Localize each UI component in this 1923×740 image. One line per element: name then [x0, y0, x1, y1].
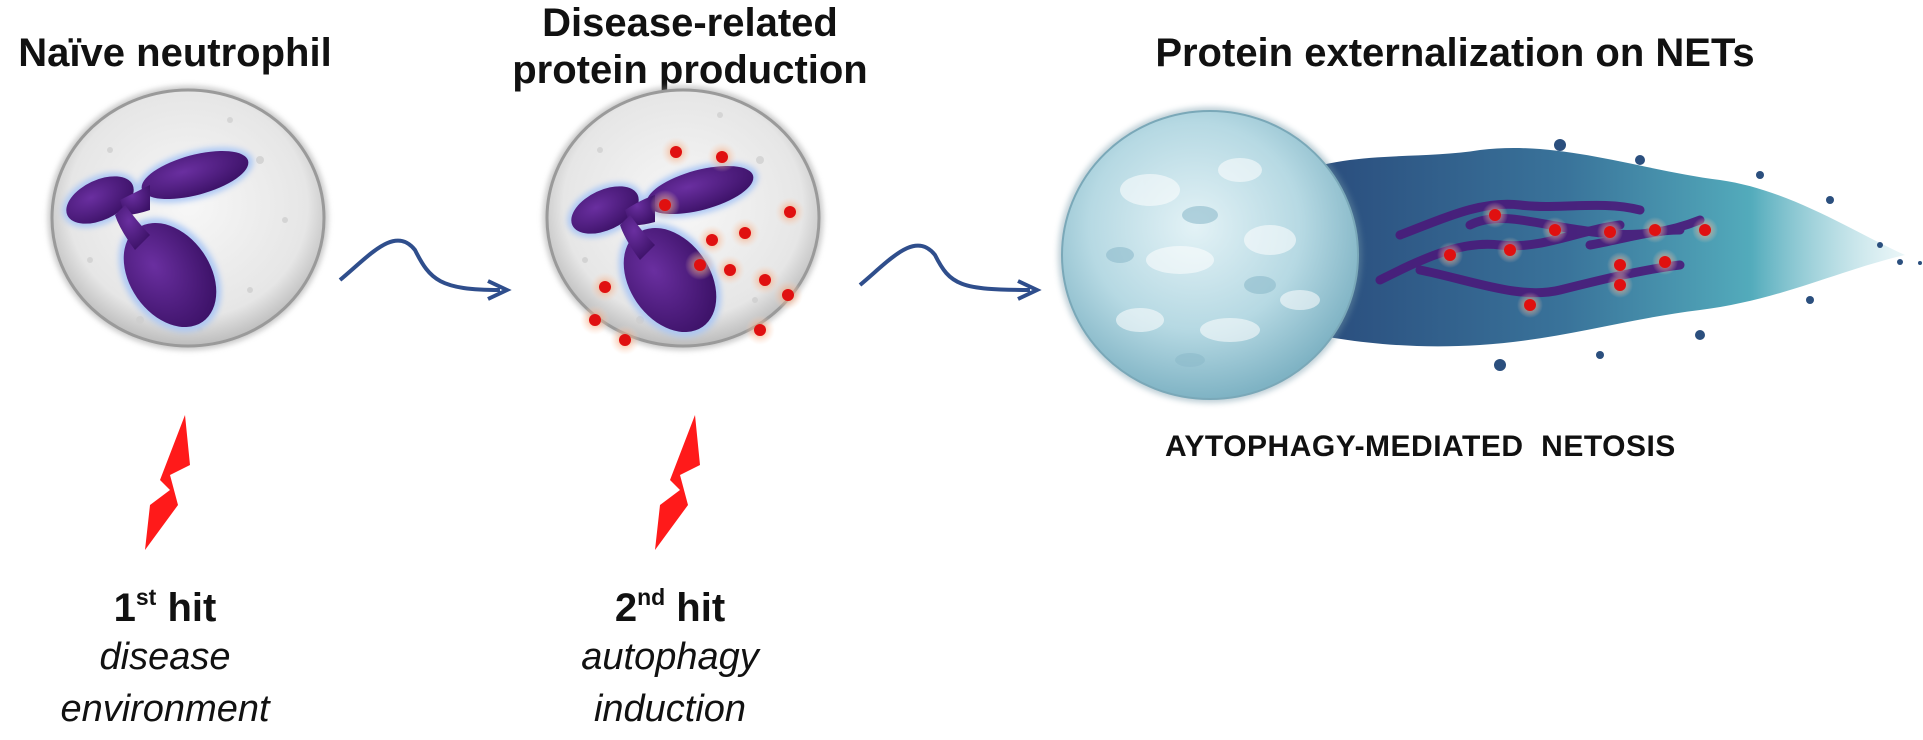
protein-dot	[759, 274, 771, 286]
arrowhead	[1017, 279, 1042, 301]
netosis-cell	[1058, 107, 1362, 403]
protein-dot	[754, 324, 766, 336]
protein-dot	[1524, 299, 1536, 311]
protein-dot	[1649, 224, 1661, 236]
protein-dot	[1489, 209, 1501, 221]
netosis-caption: AYTOPHAGY-MEDIATED NETOSIS	[1165, 430, 1676, 463]
protein-dot	[599, 281, 611, 293]
protein-dot	[670, 146, 682, 158]
protein-dot	[1614, 279, 1626, 291]
stage-title-externalization: Protein externalization on NETs	[1155, 31, 1755, 75]
protein-dot	[1699, 224, 1711, 236]
protein-dot	[1604, 226, 1616, 238]
protein-dot	[694, 259, 706, 271]
protein-production-cell	[543, 86, 823, 355]
curved-arrow-icon	[338, 238, 501, 292]
curved-arrow-icon	[858, 243, 1031, 292]
protein-dot	[724, 264, 736, 276]
first-hit-desc-line1: disease	[99, 636, 231, 678]
protein-dot	[1504, 244, 1516, 256]
second-hit-desc-line2: induction	[593, 688, 747, 730]
stage-title-production: Disease-related protein production	[480, 0, 900, 94]
nucleus	[62, 147, 254, 332]
first-hit-title: 1st hit	[113, 584, 217, 631]
second-hit-desc-line1: autophagy	[581, 636, 759, 678]
protein-dot	[716, 151, 728, 163]
protein-dot	[1549, 224, 1561, 236]
protein-dot	[739, 227, 751, 239]
arrowhead	[487, 279, 512, 301]
stage-title-production-line2: protein production	[512, 48, 868, 92]
first-hit-label: 1st hit disease environment	[30, 585, 300, 735]
protein-dot	[589, 314, 601, 326]
net-splash	[1290, 139, 1922, 371]
protein-dot	[619, 334, 631, 346]
stage-title-naive: Naïve neutrophil	[18, 31, 332, 75]
protein-dot	[782, 289, 794, 301]
second-hit-label: 2nd hit autophagy induction	[535, 585, 805, 735]
net-protein-dots	[1437, 202, 1718, 318]
lightning-bolt-icon	[145, 415, 190, 550]
protein-dot	[784, 206, 796, 218]
protein-dot	[1614, 259, 1626, 271]
protein-dots	[580, 137, 805, 355]
naive-neutrophil-cell	[48, 86, 328, 350]
nucleus	[567, 162, 759, 337]
stage-title-production-line1: Disease-related	[542, 1, 838, 45]
first-hit-desc-line2: environment	[60, 688, 270, 730]
protein-dot	[1444, 249, 1456, 261]
protein-dot	[659, 199, 671, 211]
second-hit-title: 2nd hit	[614, 584, 726, 631]
protein-dot	[1659, 256, 1671, 268]
protein-dot	[706, 234, 718, 246]
lightning-bolt-icon	[655, 415, 700, 550]
